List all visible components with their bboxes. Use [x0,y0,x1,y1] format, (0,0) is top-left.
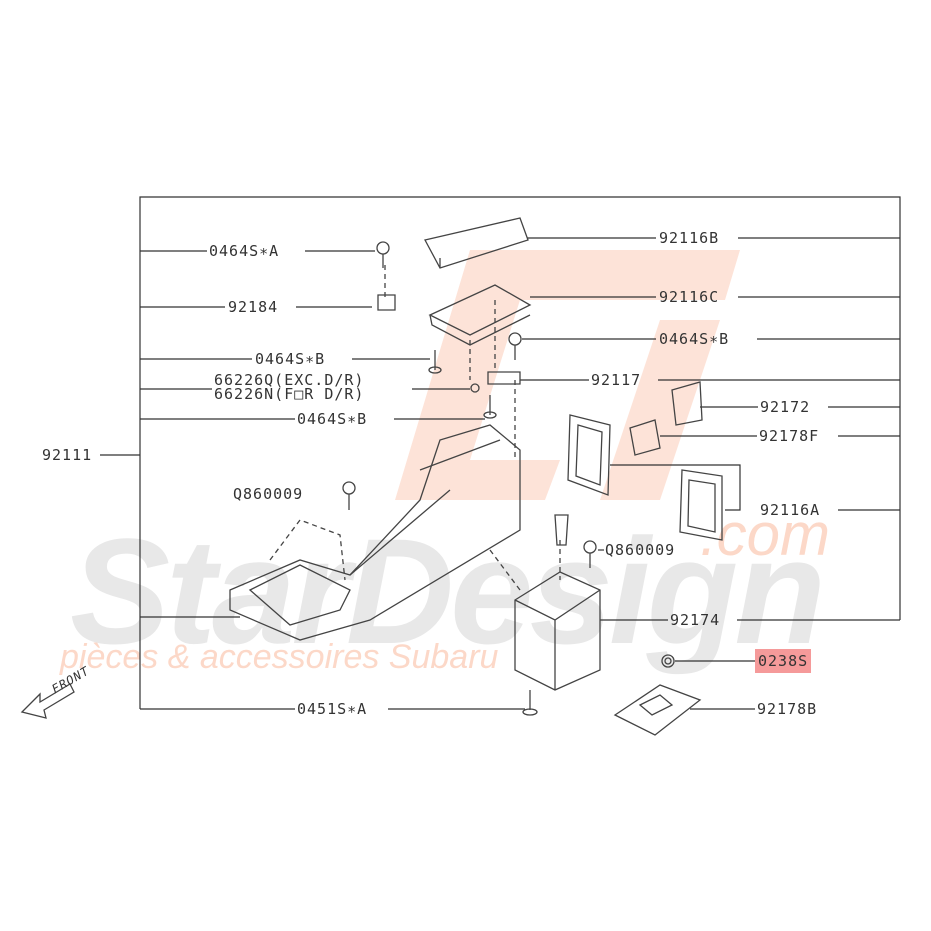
label-66226N: 66226N(F□R D/R) [214,385,365,403]
bracket-92116A-b [679,469,723,541]
label-Q860009-right: Q860009 [605,541,676,559]
label-Q860009-left: Q860009 [233,485,304,503]
front-arrow-icon [20,683,75,719]
label-92184: 92184 [228,298,279,316]
frame-line [139,196,901,709]
label-92111: 92111 [42,446,93,464]
cover-92178F [629,419,661,456]
bracket-92116A [567,414,611,496]
label-92116A: 92116A [760,501,821,519]
cover-92172 [671,381,703,426]
watermark-tagline: pièces & accessoires Subaru [60,638,499,676]
parts-sketch [20,217,723,736]
label-0464SB-1: 0464S∗B [255,350,326,368]
armrest-lid [424,217,529,269]
watermark-brand: StarDesign [70,507,826,675]
lid-hinge [428,284,532,346]
console-body [229,424,521,641]
label-0464SA: 0464S∗A [209,242,280,260]
label-92172: 92172 [760,398,811,416]
label-92116B: 92116B [659,229,720,247]
label-0451SA: 0451S∗A [297,700,368,718]
dashed-lines [269,265,561,591]
label-92178F: 92178F [759,427,820,445]
label-92174: 92174 [670,611,721,629]
label-0464SB-right: 0464S∗B [659,330,730,348]
label-0464SB-2: 0464S∗B [297,410,368,428]
label-92116C: 92116C [659,288,720,306]
label-66226Q: 66226Q(EXC.D/R) [214,371,365,389]
label-92178B: 92178B [757,700,818,718]
label-0238S-highlighted: 0238S [755,649,812,673]
plate-92178B [613,684,702,736]
label-92117: 92117 [591,371,642,389]
box-92174 [514,571,601,691]
watermark-logo [395,250,740,500]
